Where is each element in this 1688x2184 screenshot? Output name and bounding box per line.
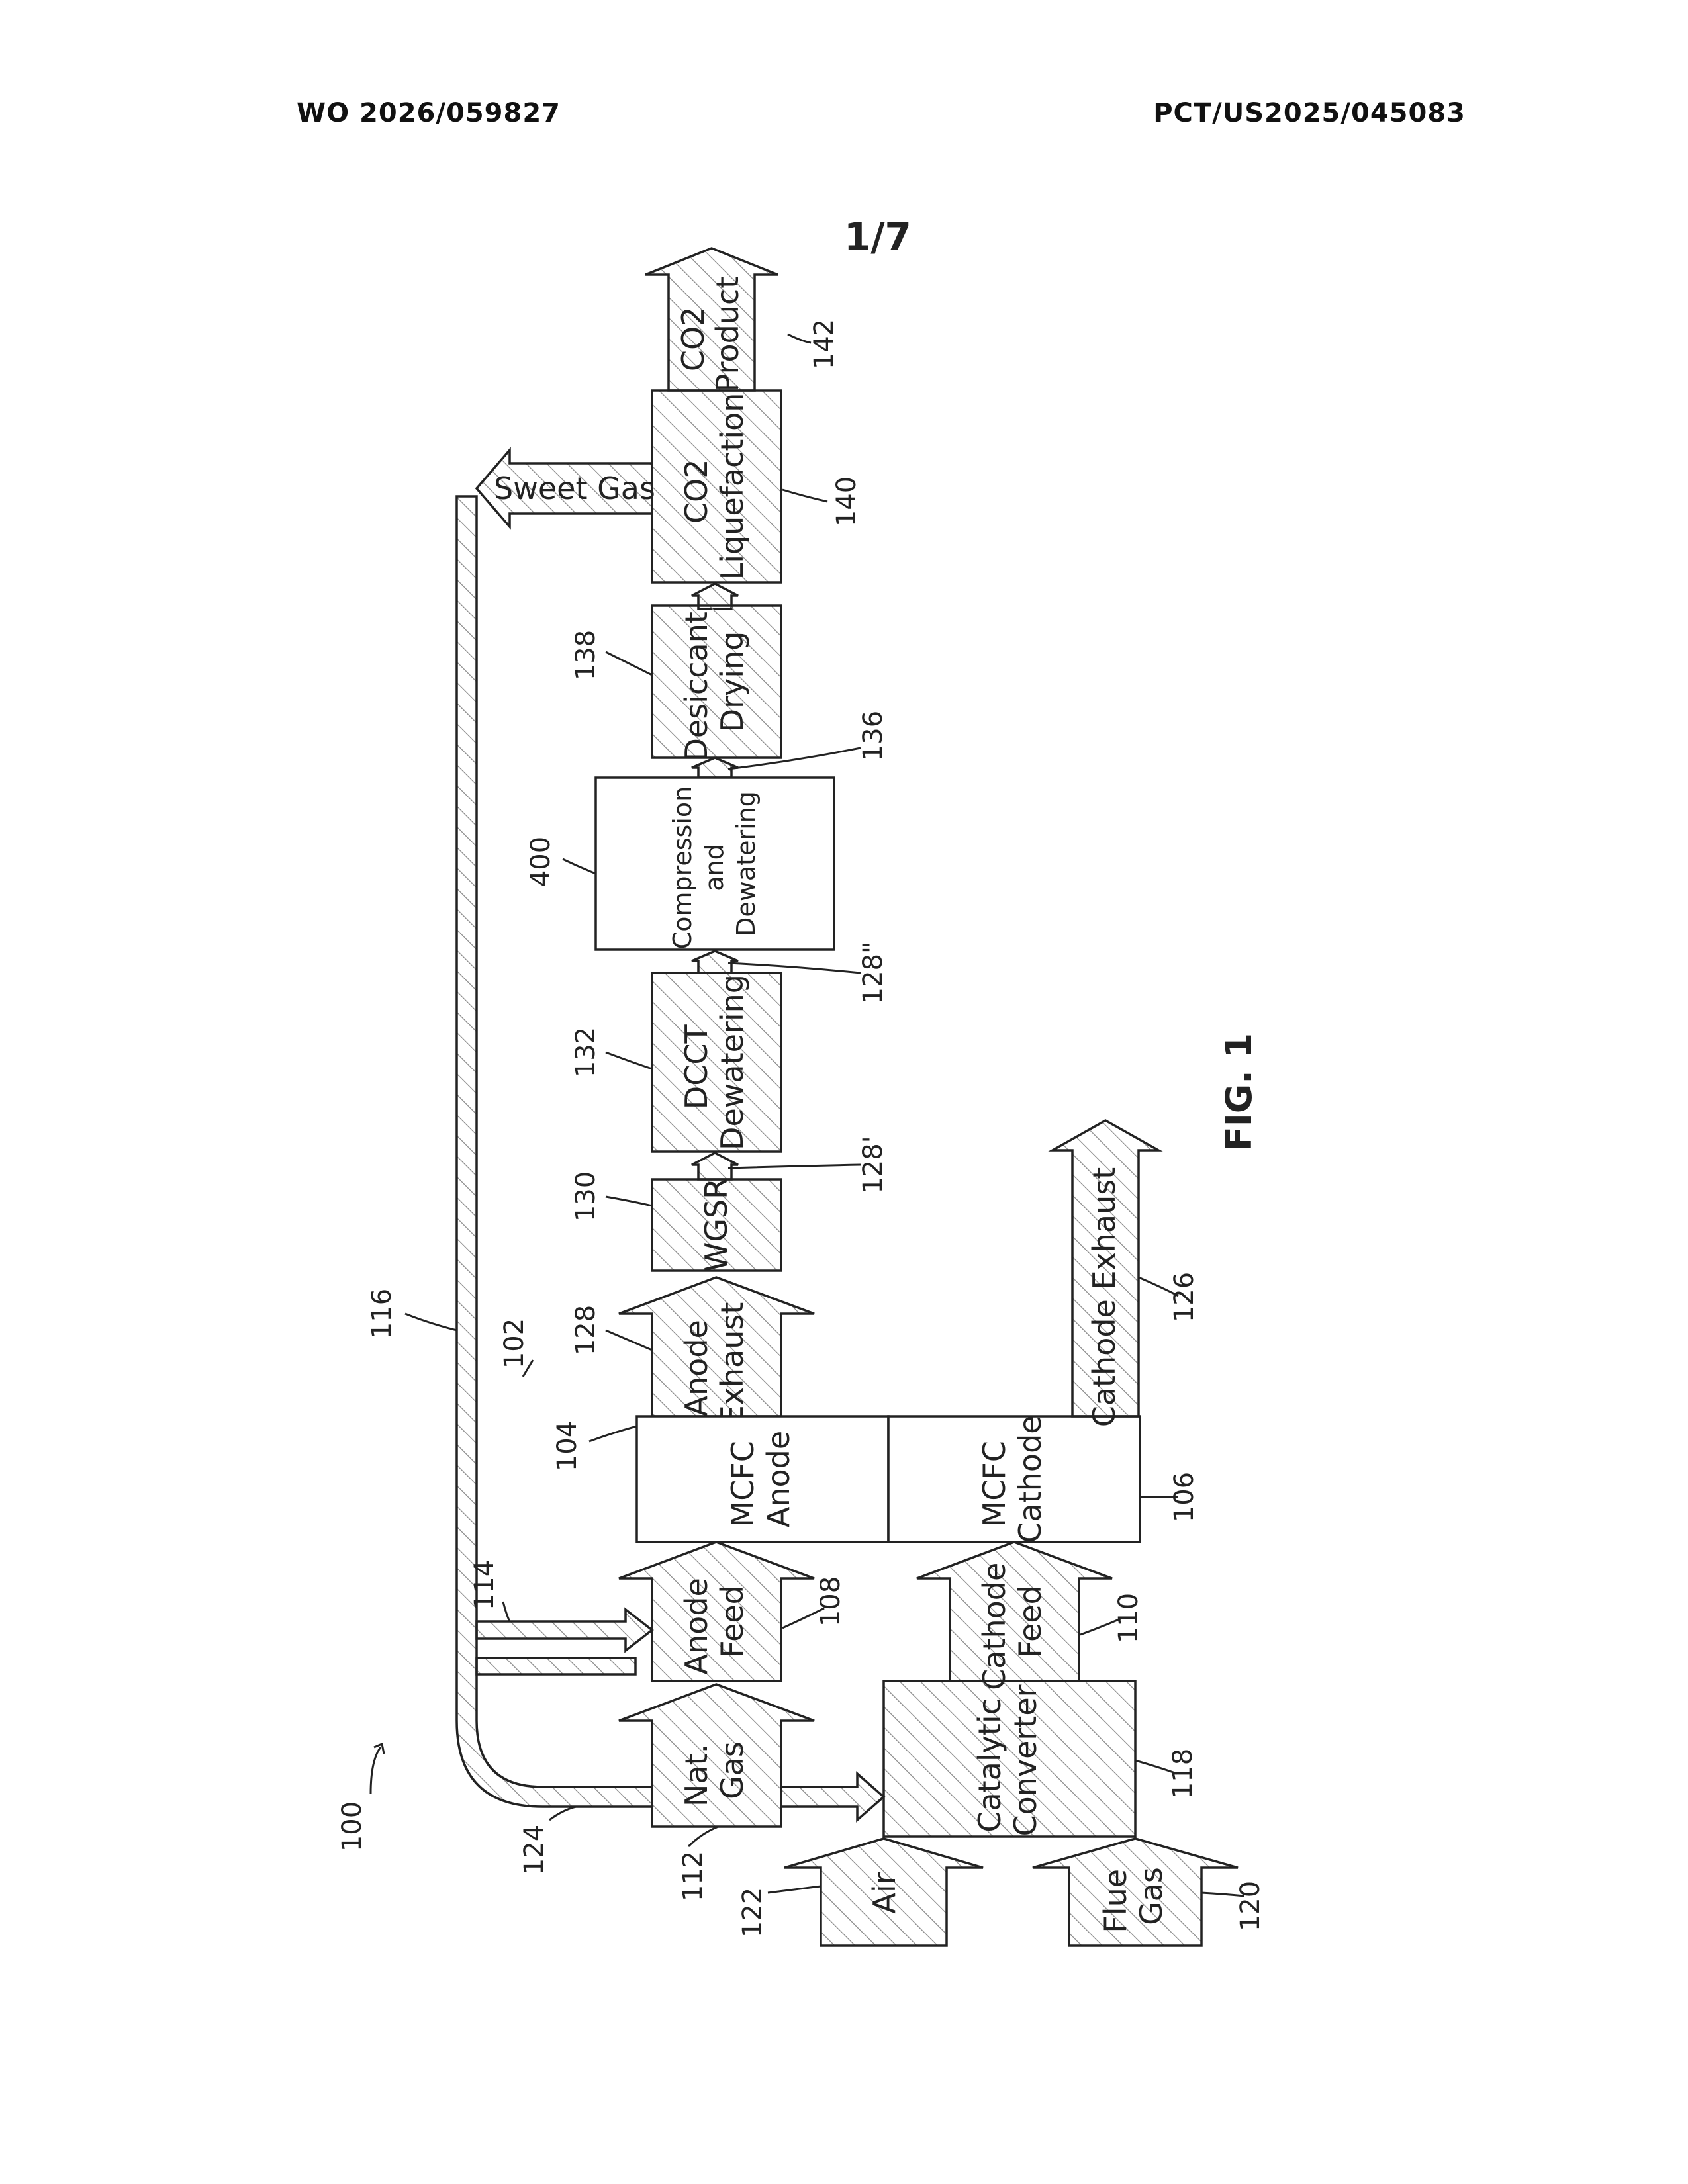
leader-138	[606, 652, 652, 675]
leader-128p	[728, 1165, 861, 1168]
ref-110: 110	[1113, 1593, 1144, 1643]
figure-label: FIG. 1	[1218, 1033, 1260, 1151]
ref-128: 128	[571, 1305, 601, 1355]
ref-100: 100	[337, 1801, 367, 1852]
wgsr-to-dcct-arrow	[692, 1153, 738, 1179]
wgsr-label: WGSR	[698, 1178, 734, 1272]
mcfc-anode-label: MCFC Anode	[725, 1431, 796, 1527]
ref-142: 142	[809, 319, 839, 369]
dcct-to-compression-arrow	[692, 951, 738, 973]
leader-104	[589, 1426, 637, 1441]
ref-136: 136	[858, 711, 888, 761]
leader-124	[549, 1807, 576, 1820]
ref-138: 138	[571, 630, 601, 680]
ref-122: 122	[737, 1888, 768, 1938]
leader-122	[768, 1886, 821, 1893]
leader-112	[688, 1827, 718, 1846]
recycle-bottom-arrow	[477, 1658, 635, 1674]
sheet-number: 1/7	[844, 214, 912, 259]
air-label: Air	[867, 1872, 902, 1913]
nat-gas-to-catalytic-arrow	[781, 1774, 884, 1820]
ref-126: 126	[1169, 1272, 1199, 1322]
ref-114: 114	[469, 1560, 500, 1610]
ref-104: 104	[552, 1421, 583, 1471]
leader-130	[606, 1197, 652, 1206]
catalytic-converter-label: Catalytic Converter	[972, 1684, 1043, 1836]
leader-132	[606, 1052, 652, 1069]
ref-116: 116	[367, 1289, 397, 1339]
leader-142	[788, 334, 811, 343]
ref-118: 118	[1168, 1749, 1198, 1799]
leader-400	[563, 859, 596, 874]
ref-112: 112	[678, 1851, 708, 1901]
anode-exhaust-label: Anode Exhaust	[679, 1302, 750, 1425]
ref-124: 124	[519, 1825, 549, 1875]
ref-128pp: 128"	[858, 942, 888, 1005]
recycle-branch-arrow	[477, 1610, 652, 1651]
leader-114	[503, 1602, 510, 1621]
ref-400: 400	[526, 837, 556, 887]
flue-gas-label: Flue Gas	[1098, 1859, 1169, 1933]
leader-128	[606, 1330, 652, 1350]
leader-100	[371, 1747, 381, 1794]
ref-108: 108	[816, 1576, 846, 1627]
leader-116	[405, 1314, 457, 1330]
ref-132: 132	[571, 1027, 601, 1077]
ref-128p: 128'	[858, 1136, 888, 1193]
cathode-exhaust-label: Cathode Exhaust	[1086, 1167, 1122, 1428]
nat-gas-label: Nat. Gas	[679, 1734, 750, 1807]
ref-120: 120	[1235, 1881, 1266, 1931]
sweet-gas-label: Sweet Gas	[494, 471, 655, 506]
mcfc-cathode-label: MCFC Cathode	[976, 1415, 1048, 1543]
ref-140: 140	[831, 477, 862, 527]
ref-130: 130	[571, 1171, 601, 1222]
ref-102: 102	[499, 1318, 530, 1369]
leader-140	[782, 490, 827, 502]
leader-128pp	[728, 963, 861, 973]
